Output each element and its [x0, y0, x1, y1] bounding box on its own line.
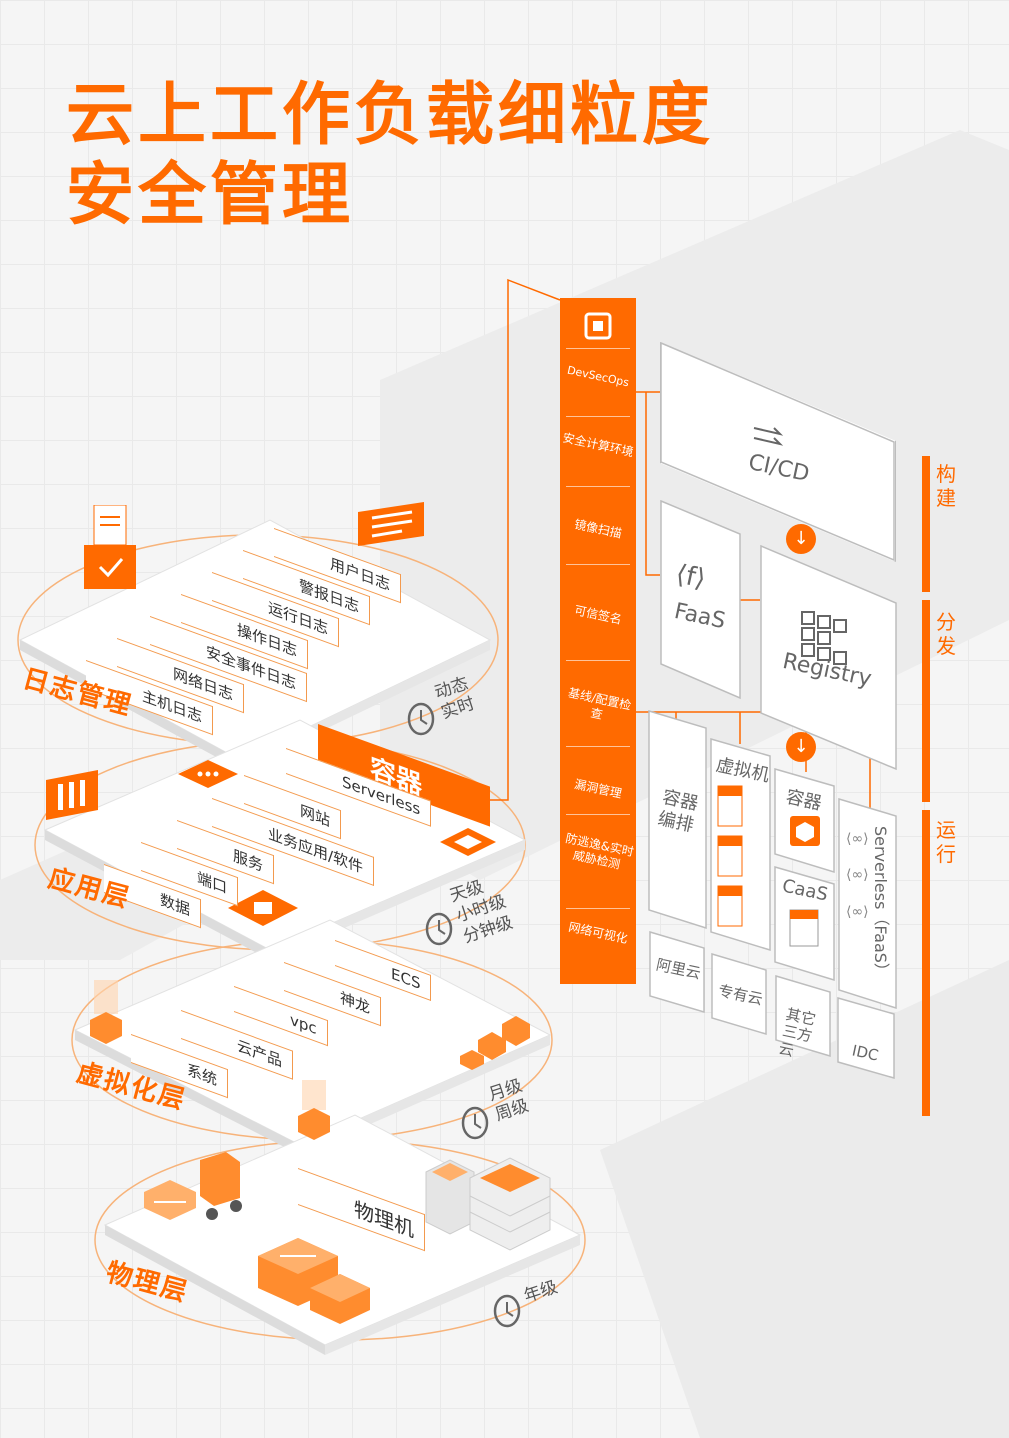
lock-check-icon [84, 505, 136, 589]
cicd-arrow-icon [753, 427, 784, 446]
cube-icon [460, 1016, 530, 1070]
server-icon [258, 1238, 370, 1324]
stage-run-label: 运行 [936, 818, 956, 866]
page-title-line1: 云上工作负载细粒度 [66, 76, 715, 155]
stage-bar-run [922, 810, 930, 1116]
cicd-box-outline [660, 342, 895, 562]
clock-icon [461, 1106, 489, 1140]
stage-distribute-label: 分发 [936, 610, 956, 658]
faas-box [660, 500, 741, 700]
forklift-icon [144, 1152, 242, 1220]
stage-bar-build [922, 456, 930, 592]
container-orchestration-box [648, 710, 707, 930]
vm-box [710, 738, 771, 952]
page-title-line2: 安全管理 [66, 156, 355, 235]
container-box [774, 768, 835, 874]
cube-icon [90, 980, 122, 1044]
caas-box [774, 866, 835, 982]
chart-bars-icon [46, 770, 98, 820]
arrow-down-icon: ↓ [786, 732, 816, 762]
briefcase-icon [228, 890, 298, 926]
serverless-label: Serverless（FaaS） [871, 826, 890, 979]
stage-bar-distribute [922, 600, 930, 802]
cloud-boxes [649, 930, 895, 1079]
registry-box [760, 545, 897, 771]
clock-icon [425, 912, 453, 946]
serverless-function-icons: ⟨∞⟩⟨∞⟩⟨∞⟩ [846, 831, 869, 920]
serverless-box [838, 798, 897, 1010]
devsecops-column: DevSecOps 安全计算环境 镜像扫描 可信签名 基线/配置检查 漏洞管理 … [560, 298, 636, 984]
clock-icon [407, 702, 435, 736]
cube-icon [298, 1080, 330, 1140]
registry-grid-icon [801, 611, 847, 665]
chat-icon [178, 760, 238, 788]
cube-icon [440, 828, 496, 856]
document-icon [358, 502, 424, 546]
stage-build-label: 构建 [936, 462, 956, 510]
server-icon [425, 1157, 551, 1251]
clock-icon [493, 1294, 521, 1328]
devsecops-logo-icon [584, 312, 612, 340]
connector-line [490, 278, 561, 801]
faas-icon: ⟨f⟩ [673, 559, 709, 595]
arrow-down-icon: ↓ [786, 524, 816, 554]
